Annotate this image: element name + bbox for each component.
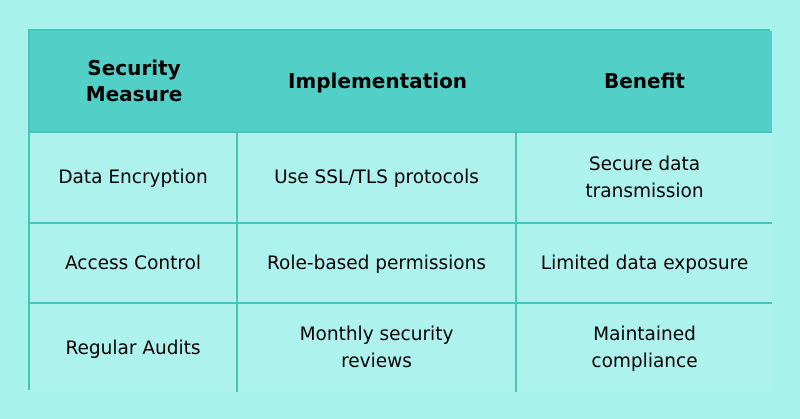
security-table: Security Measure Implementation Benefit … bbox=[28, 29, 772, 392]
table-row-3-benefit: Maintained compliance bbox=[517, 302, 772, 392]
table-row-2-benefit: Limited data exposure bbox=[517, 222, 772, 302]
cell-text: Limited data exposure bbox=[540, 252, 749, 274]
cell-text: Data Encryption bbox=[58, 167, 208, 188]
header-benefit: Benefit bbox=[517, 31, 772, 131]
table-row-2-measure: Access Control bbox=[30, 222, 238, 302]
cell-text: Regular Audits bbox=[65, 337, 201, 359]
cell-text: Maintained compliance bbox=[591, 324, 698, 372]
cell-text: Monthly security reviews bbox=[299, 324, 454, 372]
cell-text: Access Control bbox=[64, 252, 202, 274]
cell-text: Secure data transmission bbox=[585, 153, 704, 202]
header-label: Benefit bbox=[604, 69, 685, 93]
header-label: Implementation bbox=[287, 69, 468, 93]
table-row-1-measure: Data Encryption bbox=[30, 131, 238, 222]
cell-text: Role-based permissions bbox=[267, 252, 486, 274]
table-row-1-implementation: Use SSL/TLS protocols bbox=[238, 131, 517, 222]
table-row-3-measure: Regular Audits bbox=[30, 302, 238, 392]
table-row-3-implementation: Monthly security reviews bbox=[238, 302, 517, 392]
table-row-2-implementation: Role-based permissions bbox=[238, 222, 517, 302]
cell-text: Use SSL/TLS protocols bbox=[274, 167, 479, 188]
header-implementation: Implementation bbox=[238, 31, 517, 131]
header-security-measure: Security Measure bbox=[30, 31, 238, 131]
table-row-1-benefit: Secure data transmission bbox=[517, 131, 772, 222]
header-label: Security Measure bbox=[85, 56, 183, 106]
